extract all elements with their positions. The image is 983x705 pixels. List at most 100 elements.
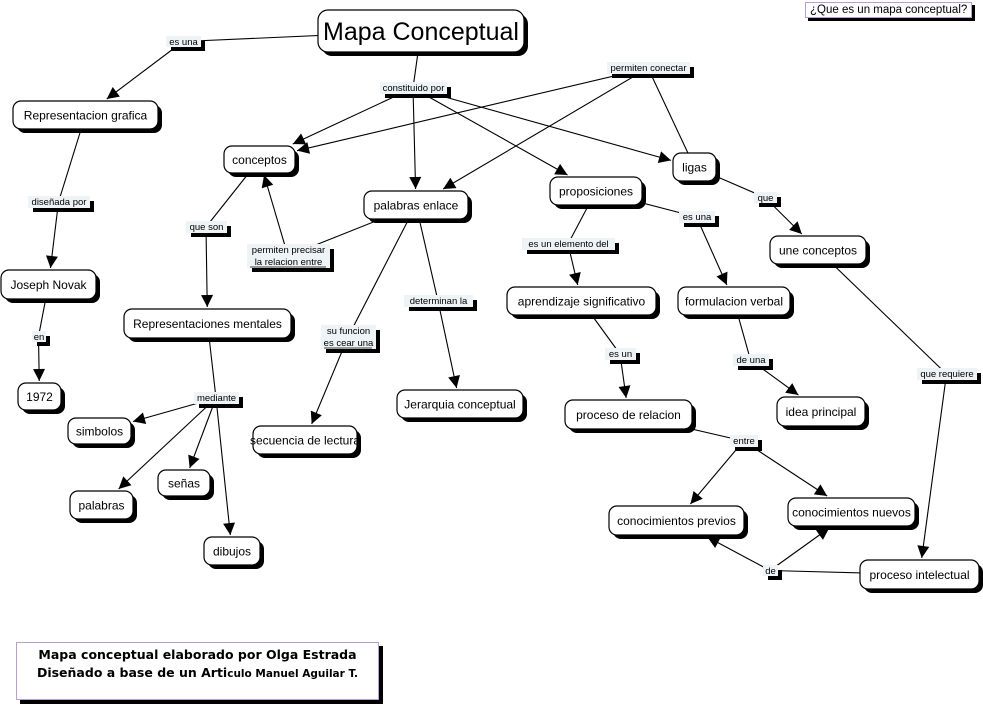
link-label-background — [733, 354, 769, 366]
concept-node-senas[interactable]: señas — [157, 469, 214, 500]
concept-node-procint[interactable]: proceso intelectual — [859, 559, 983, 593]
arrowhead-icon — [785, 383, 799, 395]
link-label-mediante[interactable]: mediante — [194, 392, 243, 408]
concept-node-label: formulacion verbal — [685, 295, 783, 309]
link-label-background — [28, 196, 90, 208]
link-label-que[interactable]: que — [754, 192, 781, 207]
link-label-background — [380, 82, 447, 94]
connection-line — [263, 174, 289, 257]
link-label-text: de — [765, 566, 776, 577]
map-title: Mapa Conceptual — [323, 18, 519, 46]
link-label-text: determinan la — [410, 296, 468, 307]
link-label-background — [404, 295, 473, 307]
arrowhead-icon — [554, 163, 568, 175]
link-label-permconectar[interactable]: permiten conectar — [607, 62, 694, 78]
concept-node-previos[interactable]: conocimientos previos — [608, 505, 748, 539]
concept-node-box — [769, 235, 867, 265]
arrowhead-icon — [292, 133, 307, 145]
concept-node-palenlace[interactable]: palabras enlace — [363, 190, 472, 223]
link-label-de[interactable]: de — [763, 565, 782, 580]
link-label-entre[interactable]: entre — [730, 435, 762, 451]
arrowhead-icon — [815, 528, 830, 540]
concept-node-dibujos[interactable]: dibujos — [203, 536, 264, 569]
concept-node-box — [672, 152, 717, 182]
concept-node-box — [564, 399, 693, 430]
concept-node-repgraf[interactable]: Representacion grafica — [12, 100, 162, 133]
concept-node-mapa[interactable]: Mapa Conceptual — [317, 9, 528, 56]
what-is-concept-map-link[interactable]: ¿Que es un mapa conceptual? — [805, 2, 973, 18]
concept-node-simbolos[interactable]: simbolos — [67, 417, 135, 448]
link-label-determinan[interactable]: determinan la — [404, 295, 477, 311]
link-label-text: que son — [190, 222, 224, 233]
link-label-constituido[interactable]: constituido por — [380, 82, 451, 98]
connection-line — [205, 226, 208, 308]
concept-node-palabras[interactable]: palabras — [69, 490, 137, 523]
link-label-en[interactable]: en — [32, 331, 50, 346]
link-label-esun[interactable]: es un — [605, 348, 640, 364]
concept-node-nuevos[interactable]: conocimientos nuevos — [787, 497, 919, 530]
concept-node-box — [787, 497, 916, 527]
concept-node-ligas[interactable]: ligas — [672, 152, 720, 185]
link-label-background — [605, 348, 636, 360]
arrowhead-icon — [45, 255, 58, 268]
concept-node-uneconc[interactable]: une conceptos — [769, 235, 870, 268]
link-label-esuna2[interactable]: es una — [679, 211, 719, 227]
connection-line — [412, 87, 568, 176]
arrowhead-icon — [443, 177, 457, 189]
arrowhead-icon — [716, 271, 728, 285]
concept-node-box — [123, 308, 292, 339]
link-label-disenada[interactable]: diseñada por — [28, 196, 94, 212]
credits-source-small: culo Manuel Aguilar T. — [227, 668, 359, 680]
concept-node-box — [363, 190, 469, 220]
arrowhead-icon — [569, 271, 581, 285]
concept-node-novak[interactable]: Joseph Novak — [0, 269, 100, 303]
link-label-esuna1[interactable]: es una — [166, 36, 205, 51]
concept-node-proposiciones[interactable]: proposiciones — [549, 176, 646, 209]
concept-node-box — [317, 9, 525, 53]
concept-node-box — [677, 286, 791, 316]
link-label-queson[interactable]: que son — [186, 221, 231, 237]
concept-node-repment[interactable]: Representaciones mentales — [123, 308, 295, 342]
concept-node-secuencia[interactable]: secuencia de lectura — [250, 425, 361, 458]
concept-node-label: Representacion grafica — [24, 109, 148, 123]
link-label-text: entre — [733, 436, 755, 447]
concept-node-label: conocimientos previos — [617, 514, 736, 528]
concept-node-conceptos[interactable]: conceptos — [223, 145, 299, 177]
arrowhead-icon — [409, 176, 422, 189]
connection-line — [118, 397, 217, 490]
concept-node-jerarquia[interactable]: Jerarquia conceptual — [396, 389, 527, 422]
link-label-background — [679, 211, 715, 223]
concept-node-box — [549, 176, 643, 206]
concept-node-idea[interactable]: idea principal — [776, 396, 869, 430]
concept-node-procrel[interactable]: proceso de relacion — [564, 399, 696, 433]
arrowhead-icon — [917, 545, 930, 558]
link-label-elemento[interactable]: es un elemento del — [522, 238, 619, 254]
arrowhead-icon — [106, 86, 120, 99]
concept-node-formverbal[interactable]: formulacion verbal — [677, 286, 794, 319]
concept-node-aprendizaje[interactable]: aprendizaje significativo — [506, 286, 660, 319]
link-label-background — [194, 392, 239, 404]
link-label-requiere[interactable]: que requiere — [917, 368, 981, 384]
link-label-text: permiten conectar — [610, 63, 686, 74]
link-label-text: en — [34, 332, 45, 343]
arrowhead-icon — [707, 537, 721, 548]
link-label-background — [247, 244, 330, 268]
link-label-text: es un elemento del — [528, 239, 608, 250]
connection-line — [412, 87, 672, 161]
concept-node-y1972[interactable]: 1972 — [17, 382, 65, 414]
arrowhead-icon — [789, 221, 802, 234]
arrowhead-icon — [201, 294, 214, 307]
connection-line — [215, 397, 231, 536]
link-label-background — [166, 36, 201, 47]
concept-node-label: palabras enlace — [374, 199, 459, 213]
concept-node-label: Representaciones mentales — [133, 317, 282, 331]
link-label-deuna[interactable]: de una — [733, 354, 773, 370]
concept-node-label: proceso intelectual — [869, 568, 969, 582]
arrowhead-icon — [118, 476, 132, 489]
concept-node-label: 1972 — [26, 390, 53, 404]
concept-node-label: secuencia de lectura — [250, 434, 360, 448]
